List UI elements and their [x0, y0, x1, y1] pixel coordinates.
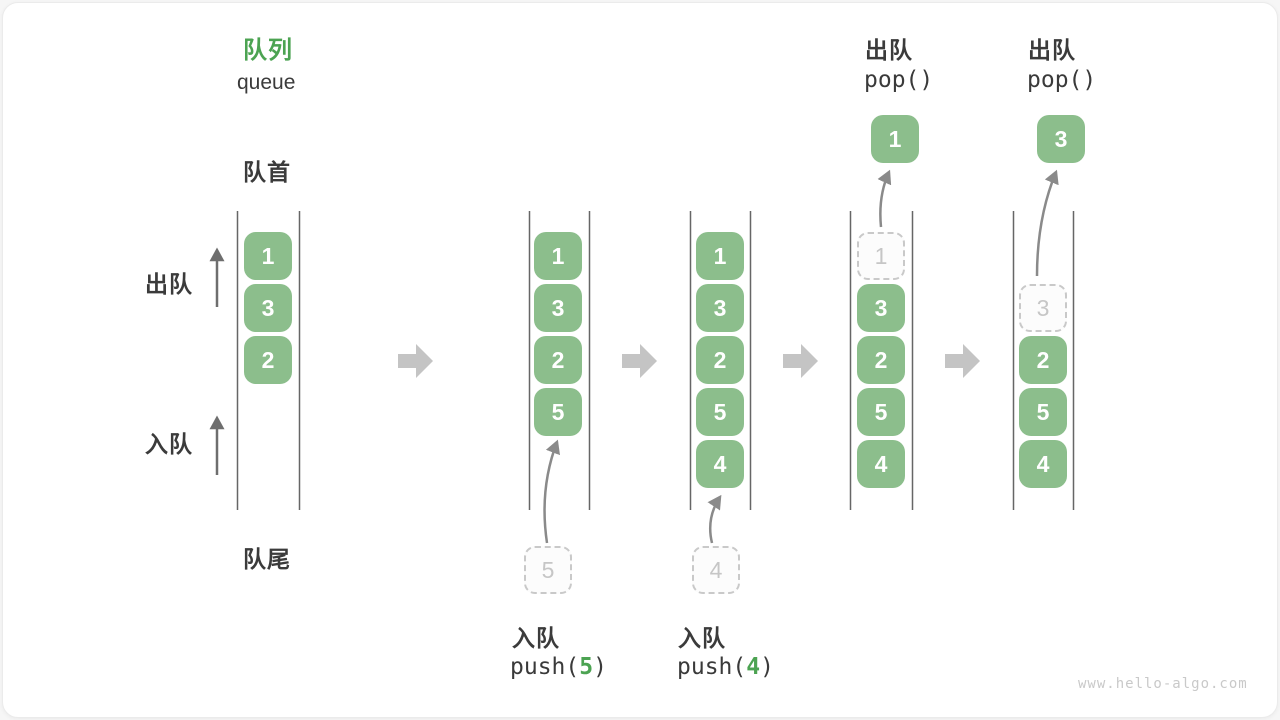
code-fn-close: ): [760, 654, 774, 680]
queue-cell: 3: [857, 284, 905, 332]
removed-cell-ghost: 1: [857, 232, 905, 280]
queue-cell: 2: [857, 336, 905, 384]
pop2-caption-label: 出队: [1028, 37, 1076, 63]
code-fn-open: push(: [677, 654, 747, 680]
push5-caption-code: push(5): [510, 654, 607, 680]
pop2-caption-code: pop(): [1027, 67, 1097, 93]
queue-cell: 4: [696, 440, 744, 488]
push4-caption-label: 入队: [678, 625, 726, 651]
incoming-cell-ghost: 5: [524, 546, 572, 594]
incoming-cell-ghost: 4: [692, 546, 740, 594]
queue-cell: 3: [534, 284, 582, 332]
queue-cell: 5: [534, 388, 582, 436]
label-queue-front: 队首: [243, 159, 291, 185]
queue-cell: 4: [1019, 440, 1067, 488]
popped-cell: 3: [1037, 115, 1085, 163]
label-enqueue-side: 入队: [145, 431, 193, 457]
queue-cell: 5: [857, 388, 905, 436]
queue-cell: 2: [534, 336, 582, 384]
queue-cell: 4: [857, 440, 905, 488]
push5-caption-label: 入队: [512, 625, 560, 651]
queue-cell: 1: [244, 232, 292, 280]
title-zh: 队列: [243, 37, 293, 64]
queue-cell: 3: [696, 284, 744, 332]
code-arg: 5: [579, 654, 594, 680]
label-dequeue-side: 出队: [145, 271, 193, 297]
queue-cell: 5: [696, 388, 744, 436]
push4-caption-code: push(4): [677, 654, 774, 680]
queue-cell: 1: [534, 232, 582, 280]
code-fn-close: ): [593, 654, 607, 680]
code-arg: 4: [746, 654, 761, 680]
watermark: www.hello-algo.com: [1078, 676, 1248, 692]
pop1-caption-code: pop(): [864, 67, 934, 93]
queue-cell: 5: [1019, 388, 1067, 436]
code-fn-open: push(: [510, 654, 580, 680]
popped-cell: 1: [871, 115, 919, 163]
label-queue-rear: 队尾: [243, 546, 291, 572]
removed-cell-ghost: 3: [1019, 284, 1067, 332]
queue-cell: 2: [244, 336, 292, 384]
pop1-caption-label: 出队: [865, 37, 913, 63]
queue-cell: 2: [696, 336, 744, 384]
queue-cell: 1: [696, 232, 744, 280]
queue-cell: 3: [244, 284, 292, 332]
queue-cell: 2: [1019, 336, 1067, 384]
title-en: queue: [237, 71, 296, 94]
